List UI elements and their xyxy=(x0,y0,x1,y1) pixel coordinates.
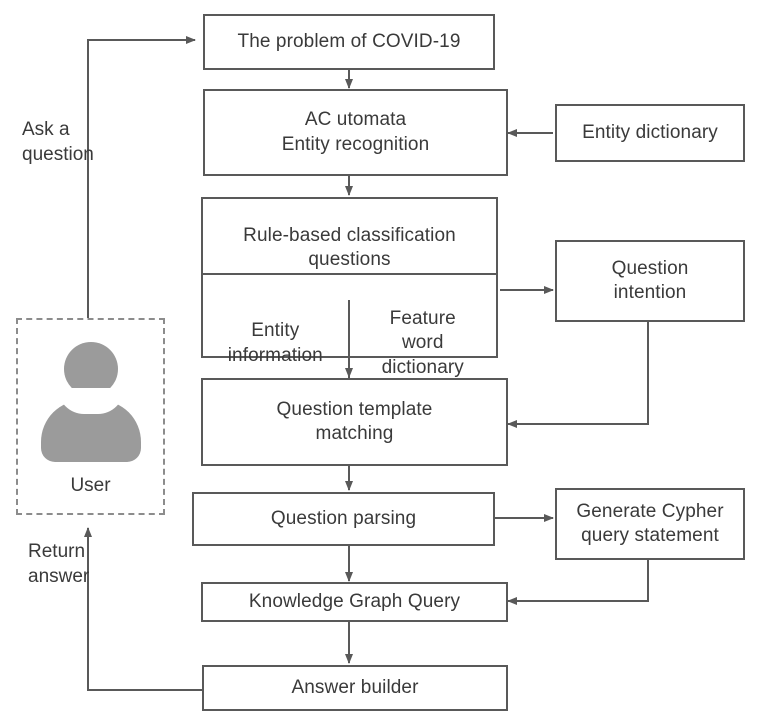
node-feature-word-dictionary[interactable]: Feature word dictionary xyxy=(381,308,464,378)
edge-user-to-problem xyxy=(87,36,196,318)
node-generate-cypher-query-statement[interactable]: Generate Cypher query statement xyxy=(555,488,745,560)
user-avatar-icon xyxy=(18,342,163,462)
node-answer-builder[interactable]: Answer builder xyxy=(202,665,508,711)
node-entity-dictionary[interactable]: Entity dictionary xyxy=(555,104,745,162)
node-rule-based-classification-questions[interactable]: Rule-based classification questions xyxy=(203,223,496,276)
node-problem-of-covid19[interactable]: The problem of COVID-19 xyxy=(203,14,495,70)
edge-cypher-to-kgquery xyxy=(507,560,649,605)
node-ac-automata-entity-recognition[interactable]: AC utomata Entity recognition xyxy=(203,89,508,176)
edge-label-ask-a-question: Ask a question xyxy=(22,119,94,165)
rule-based-subcells: Entity information Feature word dictiona… xyxy=(203,299,496,388)
node-entity-information[interactable]: Entity information xyxy=(203,299,350,388)
avatar-head xyxy=(63,342,118,396)
node-question-intention[interactable]: Question intention xyxy=(555,240,745,322)
edge-intention-to-template xyxy=(507,322,649,428)
node-question-template-matching[interactable]: Question template matching xyxy=(201,378,508,466)
edge-label-return-answer: Return answer xyxy=(28,541,90,587)
node-question-parsing[interactable]: Question parsing xyxy=(192,492,495,546)
user-actor-box: User xyxy=(16,318,165,515)
node-rule-based-classification-group[interactable]: Rule-based classification questions Enti… xyxy=(201,197,498,388)
node-knowledge-graph-query[interactable]: Knowledge Graph Query xyxy=(201,582,508,622)
user-label: User xyxy=(70,475,111,496)
